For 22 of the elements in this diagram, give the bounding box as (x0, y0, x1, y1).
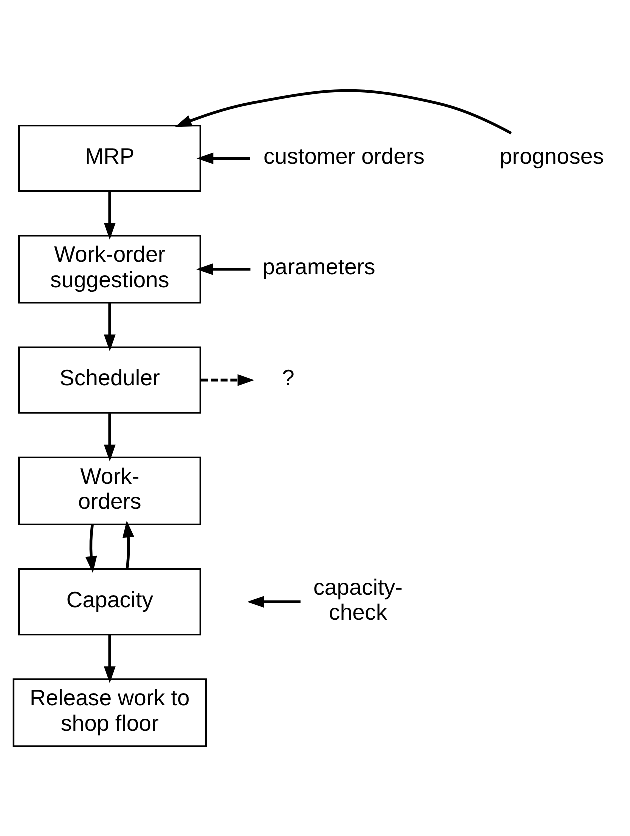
node-box: Release work to shop floor (12, 678, 208, 747)
arrow (122, 520, 134, 569)
node-text: parameters (262, 254, 376, 280)
node-text: customer orders (264, 143, 425, 168)
node-box: MRP (18, 124, 202, 192)
arrow (201, 374, 255, 386)
node-box: Capacity (18, 568, 202, 636)
arrow (247, 596, 301, 608)
arrow (196, 152, 250, 164)
node-text: capacity-check (314, 574, 403, 624)
node-box: Scheduler (18, 346, 202, 414)
arrow (104, 302, 116, 351)
arrow (104, 634, 116, 683)
arrow (175, 88, 512, 134)
arrow (196, 263, 251, 275)
arrow (86, 524, 98, 573)
arrow (104, 413, 116, 462)
arrow (104, 191, 116, 240)
node-box: Work-orders (18, 456, 202, 525)
node-text: prognoses (500, 143, 604, 168)
node-text: ? (282, 365, 295, 390)
node-box: Work-order suggestions (18, 234, 202, 304)
